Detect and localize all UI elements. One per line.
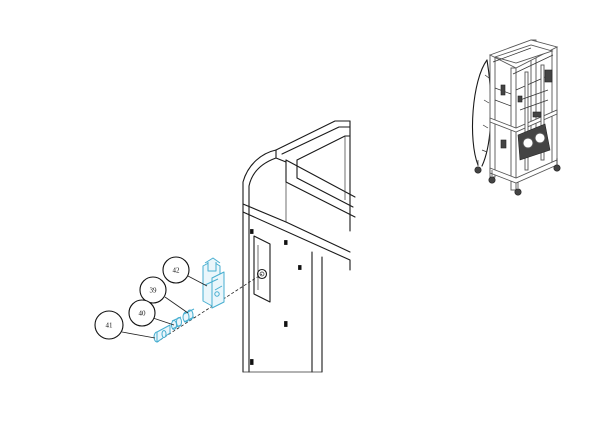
- rack-casters: [474, 158, 561, 196]
- spacer-part-40: [171, 316, 182, 330]
- callout-40: 40: [128, 299, 175, 327]
- callout-41: 41: [94, 310, 156, 340]
- overview-rack-thumbnail: [471, 39, 561, 196]
- cabinet-side-panel: [242, 149, 351, 373]
- callout-42-label: 42: [173, 267, 181, 275]
- exploded-hardware: [153, 257, 263, 343]
- washer-part-39: [182, 308, 195, 323]
- callout-39-label: 39: [150, 287, 158, 295]
- cabinet-detail: [242, 120, 356, 373]
- callout-39: 39: [139, 276, 189, 314]
- cabinet-top-cap: [275, 120, 356, 232]
- callout-41-label: 41: [106, 322, 114, 330]
- callouts: 42 39 40 41: [94, 256, 208, 340]
- rack-equipment: [500, 69, 553, 161]
- panel-slot: [253, 235, 271, 303]
- callout-42: 42: [162, 256, 208, 287]
- callout-40-label: 40: [139, 310, 147, 318]
- panel-fasteners: [250, 229, 302, 365]
- bolt-part-41: [153, 324, 171, 343]
- bracket-part-42: [202, 257, 225, 309]
